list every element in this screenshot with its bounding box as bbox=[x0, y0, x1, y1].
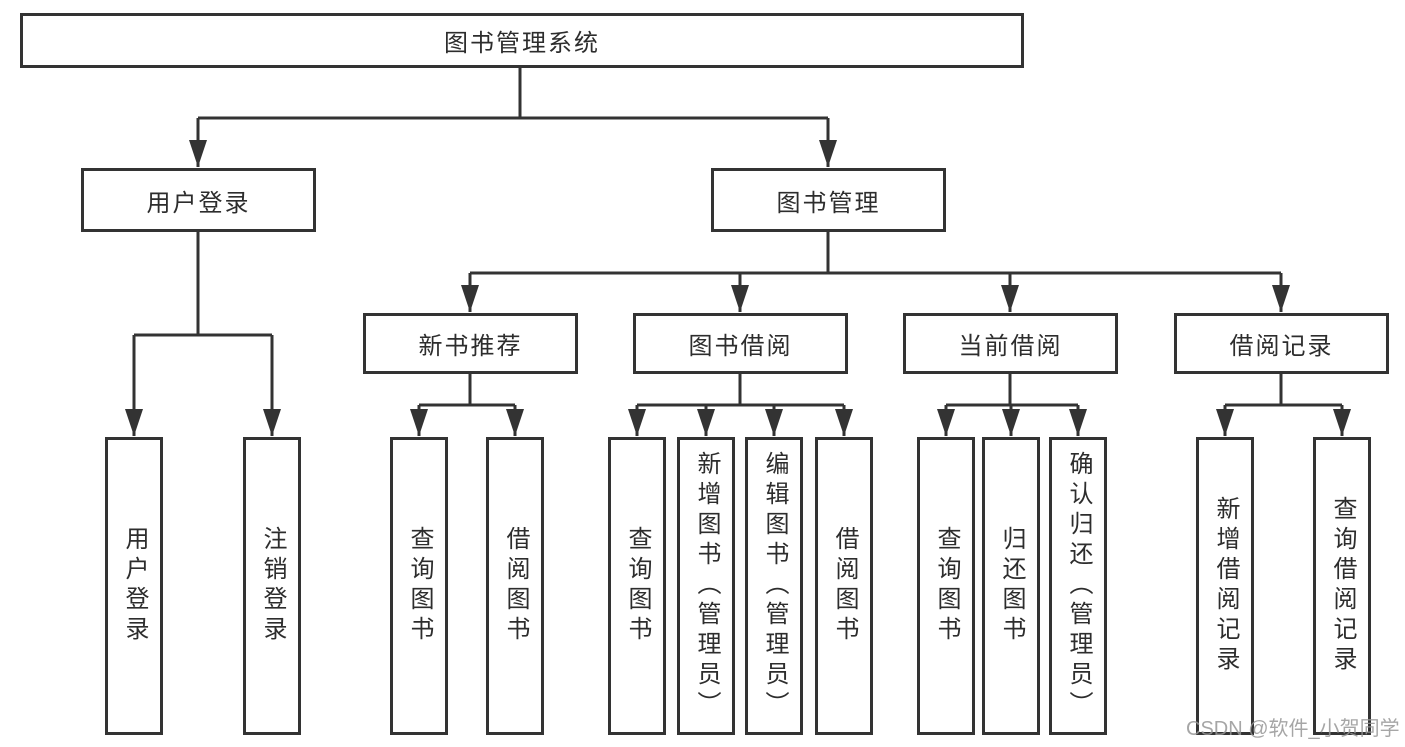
connector-book-management-group bbox=[461, 232, 1290, 312]
leaf-query-book-label: 查询图书 bbox=[406, 526, 433, 646]
leaf-logout: 注销登录 bbox=[243, 437, 301, 735]
leaf-add-borrow-record-label: 新增借阅记录 bbox=[1212, 496, 1239, 676]
connector-records-group bbox=[1216, 374, 1351, 436]
leaf-add-book-admin-label: 新增图书（管理员） bbox=[693, 451, 720, 721]
leaf-return-book-label: 归还图书 bbox=[998, 526, 1025, 646]
leaf-confirm-return-admin-label: 确认归还（管理员） bbox=[1065, 451, 1092, 721]
connector-user-login-group bbox=[125, 232, 281, 436]
connector-borrow-group bbox=[628, 374, 853, 436]
leaf-borrow-book-label: 借阅图书 bbox=[502, 526, 529, 646]
node-new-book-recommend-label: 新书推荐 bbox=[418, 333, 523, 360]
node-book-borrow-label: 图书借阅 bbox=[688, 333, 793, 360]
leaf-logout-label: 注销登录 bbox=[259, 526, 286, 646]
leaf-query-borrow-record: 查询借阅记录 bbox=[1313, 437, 1371, 735]
node-root-label: 图书管理系统 bbox=[444, 30, 600, 57]
leaf-add-book-admin: 新增图书（管理员） bbox=[677, 437, 735, 735]
node-current-borrow-label: 当前借阅 bbox=[958, 333, 1063, 360]
leaf-query-borrow-record-label: 查询借阅记录 bbox=[1329, 496, 1356, 676]
connector-current-borrow-group bbox=[937, 374, 1087, 436]
leaf-query-book-label: 查询图书 bbox=[624, 526, 651, 646]
leaf-query-book: 查询图书 bbox=[390, 437, 448, 735]
leaf-borrow-book: 借阅图书 bbox=[486, 437, 544, 735]
leaf-user-login: 用户登录 bbox=[105, 437, 163, 735]
node-borrow-records: 借阅记录 bbox=[1174, 313, 1389, 374]
leaf-borrow-book-label: 借阅图书 bbox=[831, 526, 858, 646]
node-current-borrow: 当前借阅 bbox=[903, 313, 1118, 374]
connector-recommend-group bbox=[410, 374, 524, 436]
node-user-login-label: 用户登录 bbox=[146, 189, 251, 217]
node-new-book-recommend: 新书推荐 bbox=[363, 313, 578, 374]
node-book-management-label: 图书管理 bbox=[776, 189, 881, 217]
leaf-query-book-label: 查询图书 bbox=[933, 526, 960, 646]
node-book-management: 图书管理 bbox=[711, 168, 946, 232]
leaf-add-borrow-record: 新增借阅记录 bbox=[1196, 437, 1254, 735]
leaf-return-book: 归还图书 bbox=[982, 437, 1040, 735]
leaf-edit-book-admin: 编辑图书（管理员） bbox=[745, 437, 803, 735]
csdn-watermark: CSDN @软件_小贺同学 bbox=[1186, 718, 1400, 740]
node-book-borrow: 图书借阅 bbox=[633, 313, 848, 374]
leaf-confirm-return-admin: 确认归还（管理员） bbox=[1049, 437, 1107, 735]
leaf-borrow-book: 借阅图书 bbox=[815, 437, 873, 735]
leaf-edit-book-admin-label: 编辑图书（管理员） bbox=[761, 451, 788, 721]
leaf-user-login-label: 用户登录 bbox=[121, 526, 148, 646]
leaf-query-book: 查询图书 bbox=[917, 437, 975, 735]
connector-root-to-level2 bbox=[189, 68, 837, 167]
node-root-system: 图书管理系统 bbox=[20, 13, 1024, 68]
leaf-query-book: 查询图书 bbox=[608, 437, 666, 735]
node-borrow-records-label: 借阅记录 bbox=[1229, 333, 1334, 360]
node-user-login: 用户登录 bbox=[81, 168, 316, 232]
